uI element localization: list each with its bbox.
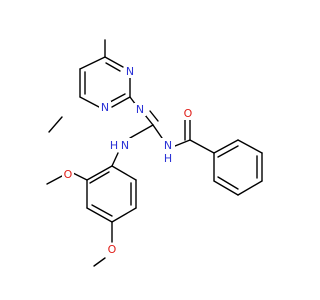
bond-cguan-nleft xyxy=(129,124,154,139)
bond-ar2-ometh1 xyxy=(72,172,88,181)
atom-n-pyrimidine-top: N xyxy=(126,65,134,78)
pyrimidine-n-top: N xyxy=(124,65,136,78)
bonds xyxy=(46,39,263,267)
bond-ring-c2-n1 xyxy=(111,96,131,108)
bond-ph-2-3 xyxy=(237,139,263,154)
bond-ring-c4-n3-double xyxy=(105,62,121,72)
bond-ring-c4-n3 xyxy=(104,56,124,68)
bond-ar-3-4-double xyxy=(91,204,113,217)
atom-n-aniline: N xyxy=(121,139,129,152)
bond-ph-1-2-double xyxy=(217,145,239,158)
pyrimidine-n-bottom: N xyxy=(99,101,111,114)
atom-o-methoxy-2: O xyxy=(108,243,117,256)
bond-ring-n1-c6 xyxy=(79,96,100,108)
atom-n-amide: N xyxy=(164,139,172,152)
amide-nh: N H xyxy=(161,138,175,166)
molecule-structure-diagram: N N N H N N H O O O xyxy=(46,39,263,267)
bond-ar-4-5 xyxy=(111,207,137,223)
bond-ccarbonyl-phenyl xyxy=(189,139,215,154)
bond-ph-1-2 xyxy=(213,139,239,154)
bond-nleft-aryl xyxy=(111,152,119,167)
bond-ometh2-ch3 xyxy=(93,257,106,267)
atom-o-carbonyl: O xyxy=(184,107,193,120)
bond-ph-5-6 xyxy=(213,180,239,196)
bond-ar-1-2-double xyxy=(89,171,110,184)
bond-ring-c2-n1-double xyxy=(109,93,126,103)
bond-ph-4-5 xyxy=(237,180,263,196)
bond-ar-3-4 xyxy=(86,207,113,223)
bond-ometh1-ch3 xyxy=(46,175,63,185)
aniline-nh: H N xyxy=(108,138,132,152)
atom-h-amide: H xyxy=(164,152,172,165)
bond-ar-1-2 xyxy=(86,165,113,181)
bond-nimine-cguan-double xyxy=(149,110,159,122)
imine-n: N xyxy=(134,103,146,116)
bond-ar-6-1 xyxy=(111,165,137,181)
bond-ring-c5-c4 xyxy=(79,56,106,70)
bond-cguan-nright xyxy=(152,124,163,139)
bond-nright-ccarbonyl xyxy=(174,139,191,147)
bond-methyl-bottom xyxy=(48,116,63,133)
atom-labels: N N N H N N H O O O xyxy=(62,65,194,256)
atom-o-methoxy-1: O xyxy=(64,168,73,181)
methoxy-o-1: O xyxy=(62,168,74,181)
bond-nimine-cguan xyxy=(144,114,154,126)
carbonyl-o: O xyxy=(182,107,194,120)
methoxy-o-2: O xyxy=(106,243,118,256)
bond-ph-5-6-double xyxy=(217,176,239,190)
atom-n-pyrimidine-bottom: N xyxy=(101,101,109,114)
atom-h-aniline: H xyxy=(110,139,118,152)
atom-n-imine: N xyxy=(136,103,144,116)
